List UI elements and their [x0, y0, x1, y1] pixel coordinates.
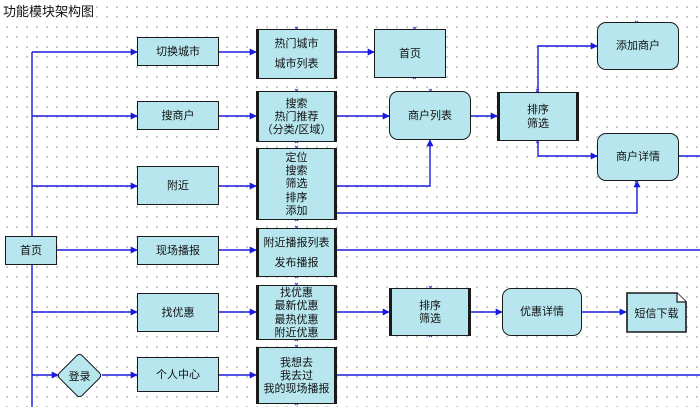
login-decision[interactable]: 登录 [56, 352, 103, 399]
find-discount-node[interactable]: 找优惠 [137, 293, 219, 332]
link-nearby-merchant-detail [337, 180, 641, 214]
nearby-group-item: 排序 [285, 190, 308, 204]
personal-group-item: 我的现场播报 [263, 382, 330, 396]
home-node-label: 首页 [20, 243, 42, 257]
add-merchant-node[interactable]: 添加商户 [597, 22, 679, 70]
login-label: 登录 [68, 369, 91, 383]
find-discount-label: 找优惠 [161, 305, 195, 319]
discount-group-item: 最热优惠 [274, 312, 319, 326]
personal-group-node[interactable]: 我想去 我去过 我的现场播报 [256, 347, 337, 404]
discount-group-item: 最新优惠 [274, 299, 319, 313]
link-sort-add-merchant [537, 42, 598, 92]
search-group-item: （分类/区域） [261, 123, 332, 137]
sort-filter-item: 排序 [527, 103, 549, 117]
nearby-group-item: 定位 [285, 151, 308, 165]
sort-filter-node-1[interactable]: 排序 筛选 [497, 92, 579, 141]
city-group-item: 城市列表 [274, 57, 319, 71]
nearby-group-item: 添加 [285, 203, 308, 217]
home-target-label: 首页 [399, 46, 421, 60]
discount-group-node[interactable]: 找优惠 最新优惠 最热优惠 附近优惠 [256, 285, 337, 340]
search-merchant-node[interactable]: 搜商户 [137, 101, 219, 130]
personal-center-label: 个人中心 [156, 367, 200, 381]
city-group-item: 热门城市 [274, 37, 319, 51]
merchant-list-label: 商户列表 [408, 108, 452, 122]
personal-center-node[interactable]: 个人中心 [137, 357, 219, 392]
merchant-list-node[interactable]: 商户列表 [389, 91, 471, 140]
document-shape [626, 292, 687, 333]
personal-group-item: 我想去 [280, 355, 313, 369]
switch-city-node[interactable]: 切换城市 [137, 37, 219, 66]
sort-filter-item: 排序 [419, 298, 441, 312]
discount-detail-label: 优惠详情 [520, 305, 564, 319]
search-group-item: 搜索 [285, 96, 308, 110]
personal-group-item: 我去过 [280, 368, 313, 382]
sms-download-label: 短信下载 [634, 306, 679, 320]
sort-filter-node-2[interactable]: 排序 筛选 [389, 288, 471, 336]
search-group-node[interactable]: 搜索 热门推荐 （分类/区域） [256, 91, 337, 142]
report-group-item: 附近播报列表 [263, 236, 330, 250]
search-merchant-label: 搜商户 [161, 108, 195, 122]
switch-city-label: 切换城市 [156, 44, 200, 58]
merchant-detail-label: 商户详情 [616, 150, 660, 164]
sort-filter-item: 筛选 [527, 116, 549, 130]
nearby-group-item: 搜索 [285, 164, 308, 178]
link-sort-merchant-detail [537, 141, 598, 160]
diagram-title: 功能模块架构图 [3, 5, 95, 20]
discount-group-item: 找优惠 [280, 286, 313, 300]
home-node[interactable]: 首页 [5, 236, 57, 265]
live-report-label: 现场播报 [156, 243, 200, 257]
sort-filter-item: 筛选 [419, 312, 441, 325]
nearby-group-node[interactable]: 定位 搜索 筛选 排序 添加 [256, 148, 337, 220]
nearby-group-item: 筛选 [285, 177, 308, 191]
nearby-label: 附近 [167, 178, 189, 192]
link-nearby-merchant-list [337, 139, 434, 187]
live-report-node[interactable]: 现场播报 [137, 236, 219, 265]
report-group-node[interactable]: 附近播报列表 发布播报 [256, 228, 337, 277]
add-merchant-label: 添加商户 [616, 39, 660, 53]
nearby-node[interactable]: 附近 [137, 166, 219, 205]
search-group-item: 热门推荐 [274, 109, 319, 123]
sms-download-node[interactable]: 短信下载 [626, 292, 687, 333]
city-group-node[interactable]: 热门城市 城市列表 [256, 29, 337, 79]
report-group-item: 发布播报 [274, 255, 319, 269]
merchant-detail-node[interactable]: 商户详情 [597, 133, 679, 181]
discount-detail-node[interactable]: 优惠详情 [502, 288, 582, 336]
discount-group-item: 附近优惠 [274, 325, 319, 339]
home-target-node[interactable]: 首页 [374, 29, 446, 78]
